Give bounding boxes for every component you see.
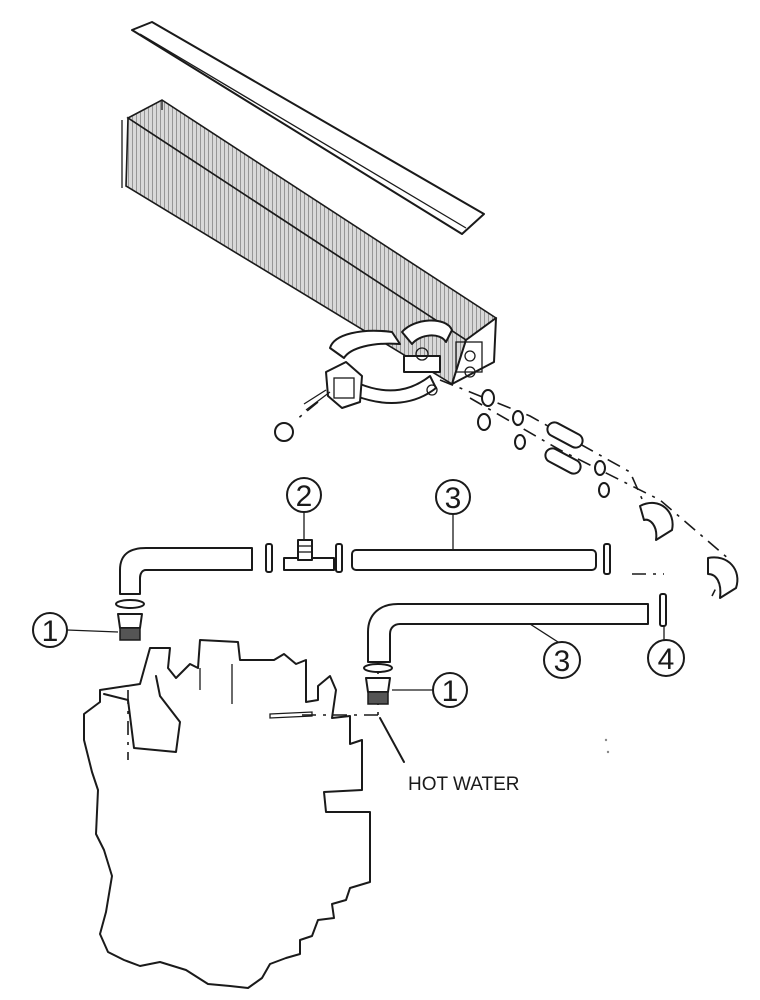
straight-hose: [351, 549, 597, 571]
fitting-left: [115, 599, 145, 641]
hot-water-label: HOT WATER: [379, 717, 520, 795]
engine-outline: [83, 639, 371, 989]
callout-3-bottom: 3: [529, 623, 581, 679]
hose-long-elbow: [367, 603, 649, 663]
callout-3-top: 3: [435, 479, 471, 550]
top-line-clamps: [265, 543, 667, 627]
heater-core: [121, 99, 498, 386]
callout-1-left: 1: [32, 612, 119, 648]
svg-text:3: 3: [554, 645, 571, 678]
control-valve: [274, 361, 363, 442]
heater-cover-strip: [131, 21, 485, 235]
scan-specks: [604, 738, 610, 754]
svg-text:3: 3: [445, 482, 462, 515]
tee-fitting: [283, 539, 335, 571]
svg-text:2: 2: [296, 480, 313, 513]
heater-valve-tubes: [329, 319, 476, 404]
hose-left-elbow: [119, 547, 253, 595]
svg-text:1: 1: [442, 675, 459, 708]
svg-text:1: 1: [42, 615, 59, 648]
hose-clamps-and-couplers: [477, 389, 610, 498]
svg-text:HOT WATER: HOT WATER: [408, 774, 520, 795]
fitting-right: [363, 663, 393, 705]
svg-text:4: 4: [658, 643, 675, 676]
callout-1-right: 1: [392, 672, 468, 708]
elbow-hoses: [639, 502, 739, 599]
callout-4: 4: [647, 626, 685, 677]
callout-2: 2: [286, 477, 322, 540]
